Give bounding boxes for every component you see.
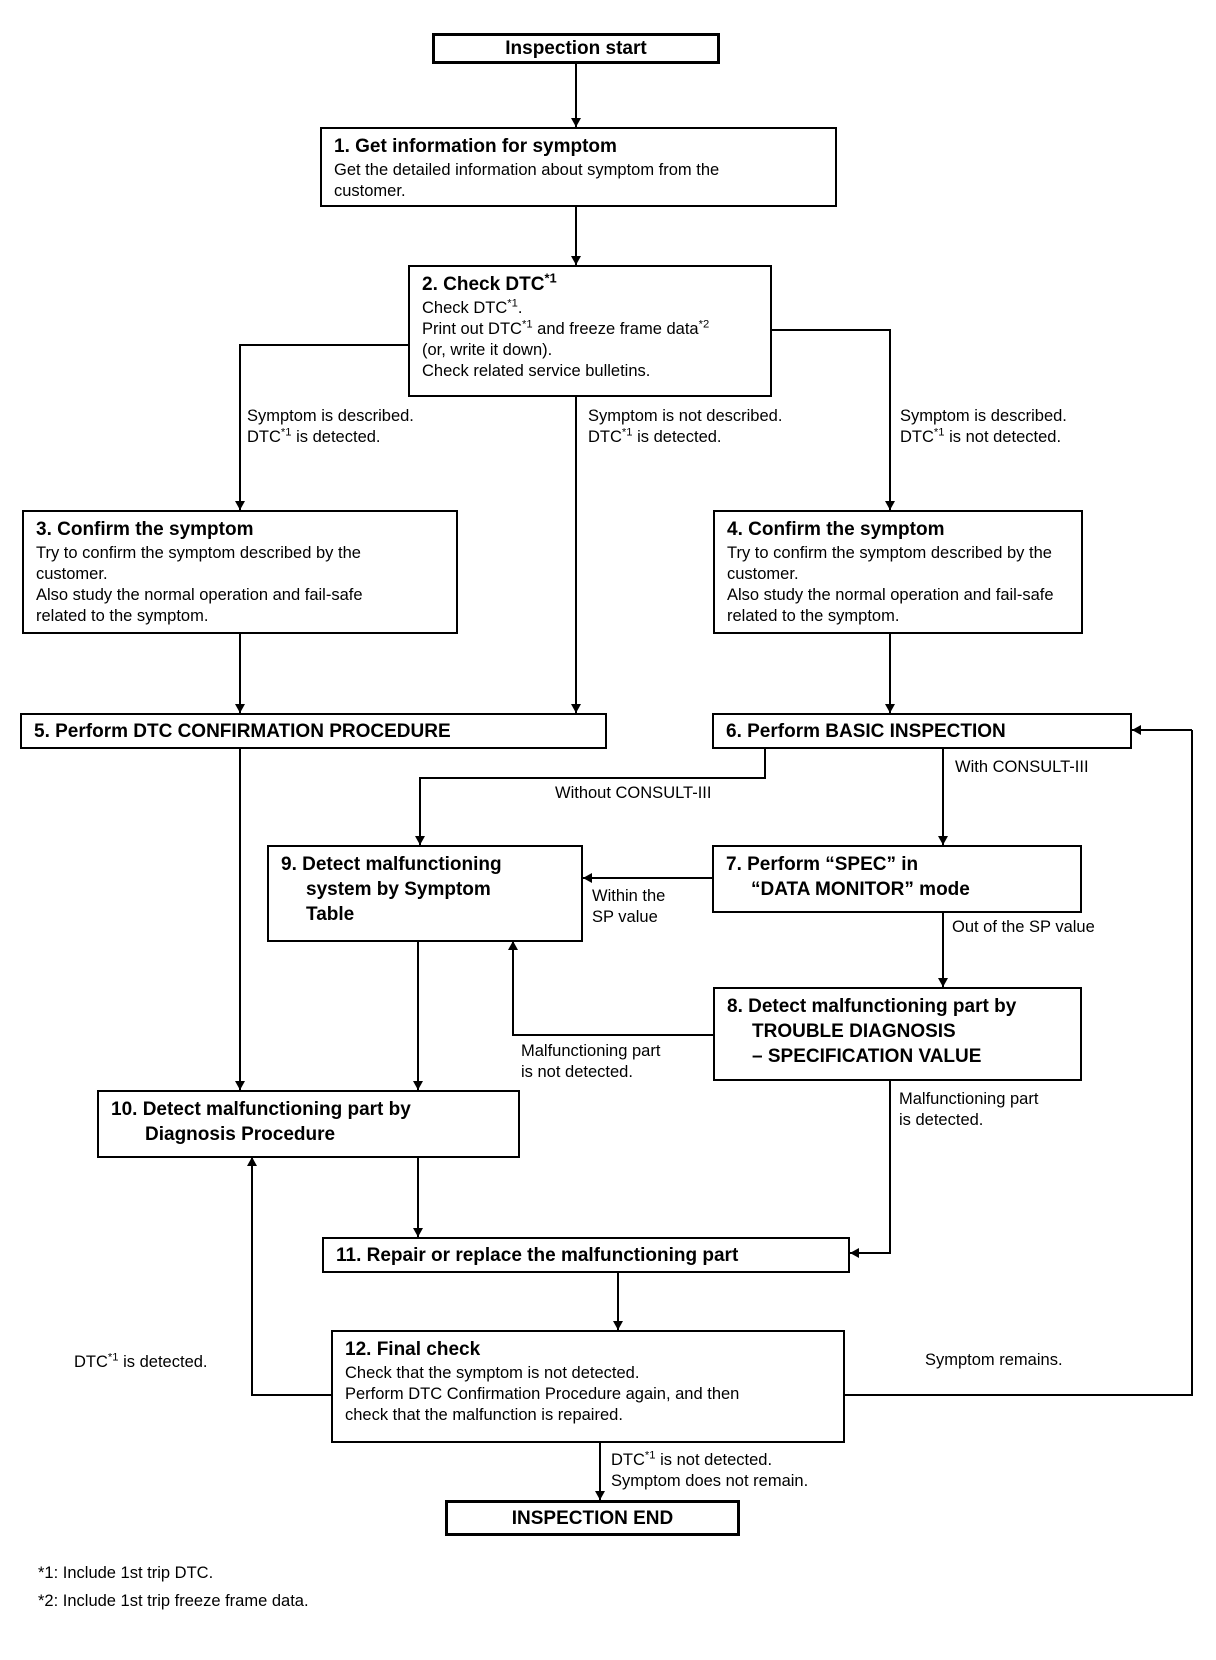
connector-line bbox=[239, 749, 241, 1090]
arrowhead-down bbox=[613, 1321, 623, 1330]
edge-label-part-not-detected: Malfunctioning part is not detected. bbox=[521, 1042, 661, 1081]
connector-line bbox=[772, 329, 891, 331]
connector-line bbox=[419, 777, 421, 845]
connector-line bbox=[1132, 729, 1192, 731]
step-5-title: 5. Perform DTC CONFIRMATION PROCEDURE bbox=[34, 720, 451, 742]
connector-line bbox=[417, 1158, 419, 1237]
step-3-title: 3. Confirm the symptom bbox=[36, 519, 254, 540]
step-4-body: Try to confirm the symptom described by … bbox=[727, 544, 1054, 625]
arrowhead-down bbox=[415, 836, 425, 845]
step-7-box: 7. Perform “SPEC” in “DATA MONITOR” mode bbox=[712, 845, 1082, 913]
connector-line bbox=[417, 942, 419, 1090]
footnote-2: *2: Include 1st trip freeze frame data. bbox=[38, 1592, 309, 1610]
start-node: Inspection start bbox=[432, 33, 720, 64]
connector-line bbox=[575, 63, 577, 127]
arrowhead-down bbox=[885, 704, 895, 713]
step-9-box: 9. Detect malfunctioning system by Sympt… bbox=[267, 845, 583, 942]
connector-line bbox=[942, 913, 944, 987]
connector-line bbox=[764, 749, 766, 779]
step-1-body: Get the detailed information about sympt… bbox=[334, 161, 720, 200]
edge-label-symptom-described-dtc-not-detected: Symptom is described. DTC*1 is not detec… bbox=[900, 407, 1067, 446]
edge-label-out-of-sp-value: Out of the SP value bbox=[952, 918, 1095, 936]
connector-line bbox=[239, 634, 241, 713]
arrowhead-left bbox=[583, 873, 592, 883]
edge-label-dtc-not-detected: DTC*1 is not detected. Symptom does not … bbox=[611, 1449, 809, 1490]
step-12-body: Check that the symptom is not detected. … bbox=[345, 1364, 740, 1424]
arrowhead-down bbox=[938, 978, 948, 987]
step-1-title: 1. Get information for symptom bbox=[334, 136, 617, 157]
start-node-label: Inspection start bbox=[505, 38, 647, 59]
step-11-box: 11. Repair or replace the malfunctioning… bbox=[322, 1237, 850, 1273]
step-12-title: 12. Final check bbox=[345, 1339, 481, 1360]
arrowhead-down bbox=[413, 1228, 423, 1237]
connector-line bbox=[850, 1252, 891, 1254]
step-8-box: 8. Detect malfunctioning part by TROUBLE… bbox=[713, 987, 1082, 1081]
connector-line bbox=[512, 1034, 713, 1036]
arrowhead-down bbox=[595, 1491, 605, 1500]
connector-line bbox=[889, 1081, 891, 1254]
step-3-box: 3. Confirm the symptom Try to confirm th… bbox=[22, 510, 458, 634]
connector-line bbox=[599, 1443, 601, 1500]
edge-label-with-consult: With CONSULT-III bbox=[955, 758, 1089, 776]
step-8-title: 8. Detect malfunctioning part by TROUBLE… bbox=[727, 996, 1017, 1067]
connector-line bbox=[1191, 730, 1193, 1396]
step-10-title: 10. Detect malfunctioning part by Diagno… bbox=[111, 1099, 411, 1145]
connector-line bbox=[583, 877, 712, 879]
arrowhead-up bbox=[508, 941, 518, 950]
step-1-box: 1. Get information for symptom Get the d… bbox=[320, 127, 837, 207]
step-6-title: 6. Perform BASIC INSPECTION bbox=[726, 720, 1006, 742]
edge-label-part-detected: Malfunctioning part is detected. bbox=[899, 1090, 1039, 1129]
connector-line bbox=[239, 344, 408, 346]
connector-line bbox=[251, 1394, 332, 1396]
step-2-title: 2. Check DTC*1 bbox=[422, 270, 557, 295]
arrowhead-down bbox=[571, 704, 581, 713]
step-12-box: 12. Final check Check that the symptom i… bbox=[331, 1330, 845, 1443]
step-2-box: 2. Check DTC*1 Check DTC*1. Print out DT… bbox=[408, 265, 772, 397]
connector-line bbox=[575, 207, 577, 265]
edge-label-symptom-not-described-dtc-detected: Symptom is not described. DTC*1 is detec… bbox=[588, 407, 783, 446]
arrowhead-down bbox=[413, 1081, 423, 1090]
arrowhead-up bbox=[247, 1157, 257, 1166]
connector-line bbox=[845, 1394, 1193, 1396]
end-node: INSPECTION END bbox=[445, 1500, 740, 1536]
connector-line bbox=[575, 397, 577, 713]
connector-line bbox=[512, 941, 514, 1036]
arrowhead-down bbox=[571, 256, 581, 265]
step-4-title: 4. Confirm the symptom bbox=[727, 519, 945, 540]
arrowhead-down bbox=[571, 118, 581, 127]
connector-line bbox=[889, 329, 891, 510]
arrowhead-down bbox=[235, 501, 245, 510]
connector-line bbox=[419, 777, 766, 779]
end-node-label: INSPECTION END bbox=[511, 1507, 674, 1529]
connector-line bbox=[251, 1157, 253, 1396]
connector-line bbox=[617, 1273, 619, 1330]
edge-label-within-sp-value: Within the SP value bbox=[592, 887, 666, 926]
arrowhead-down bbox=[235, 1081, 245, 1090]
edge-label-dtc-detected: DTC*1 is detected. bbox=[74, 1351, 208, 1371]
step-4-box: 4. Confirm the symptom Try to confirm th… bbox=[713, 510, 1083, 634]
arrowhead-down bbox=[235, 704, 245, 713]
step-7-title: 7. Perform “SPEC” in “DATA MONITOR” mode bbox=[726, 854, 970, 900]
arrowhead-left bbox=[850, 1248, 859, 1258]
edge-label-without-consult: Without CONSULT-III bbox=[555, 784, 712, 802]
edge-label-symptom-described-dtc-detected: Symptom is described. DTC*1 is detected. bbox=[247, 407, 414, 446]
step-2-body: Check DTC*1. Print out DTC*1 and freeze … bbox=[422, 297, 710, 380]
step-9-title: 9. Detect malfunctioning system by Sympt… bbox=[281, 854, 502, 925]
step-3-body: Try to confirm the symptom described by … bbox=[36, 544, 363, 625]
arrowhead-down bbox=[938, 836, 948, 845]
footnote-1: *1: Include 1st trip DTC. bbox=[38, 1564, 214, 1582]
arrowhead-down bbox=[885, 501, 895, 510]
arrowhead-left bbox=[1132, 725, 1141, 735]
edge-label-symptom-remains: Symptom remains. bbox=[925, 1351, 1063, 1369]
step-10-box: 10. Detect malfunctioning part by Diagno… bbox=[97, 1090, 520, 1158]
step-11-title: 11. Repair or replace the malfunctioning… bbox=[336, 1244, 739, 1266]
connector-line bbox=[942, 749, 944, 845]
connector-line bbox=[889, 634, 891, 713]
step-6-box: 6. Perform BASIC INSPECTION bbox=[712, 713, 1132, 749]
step-5-box: 5. Perform DTC CONFIRMATION PROCEDURE bbox=[20, 713, 607, 749]
connector-line bbox=[239, 344, 241, 510]
